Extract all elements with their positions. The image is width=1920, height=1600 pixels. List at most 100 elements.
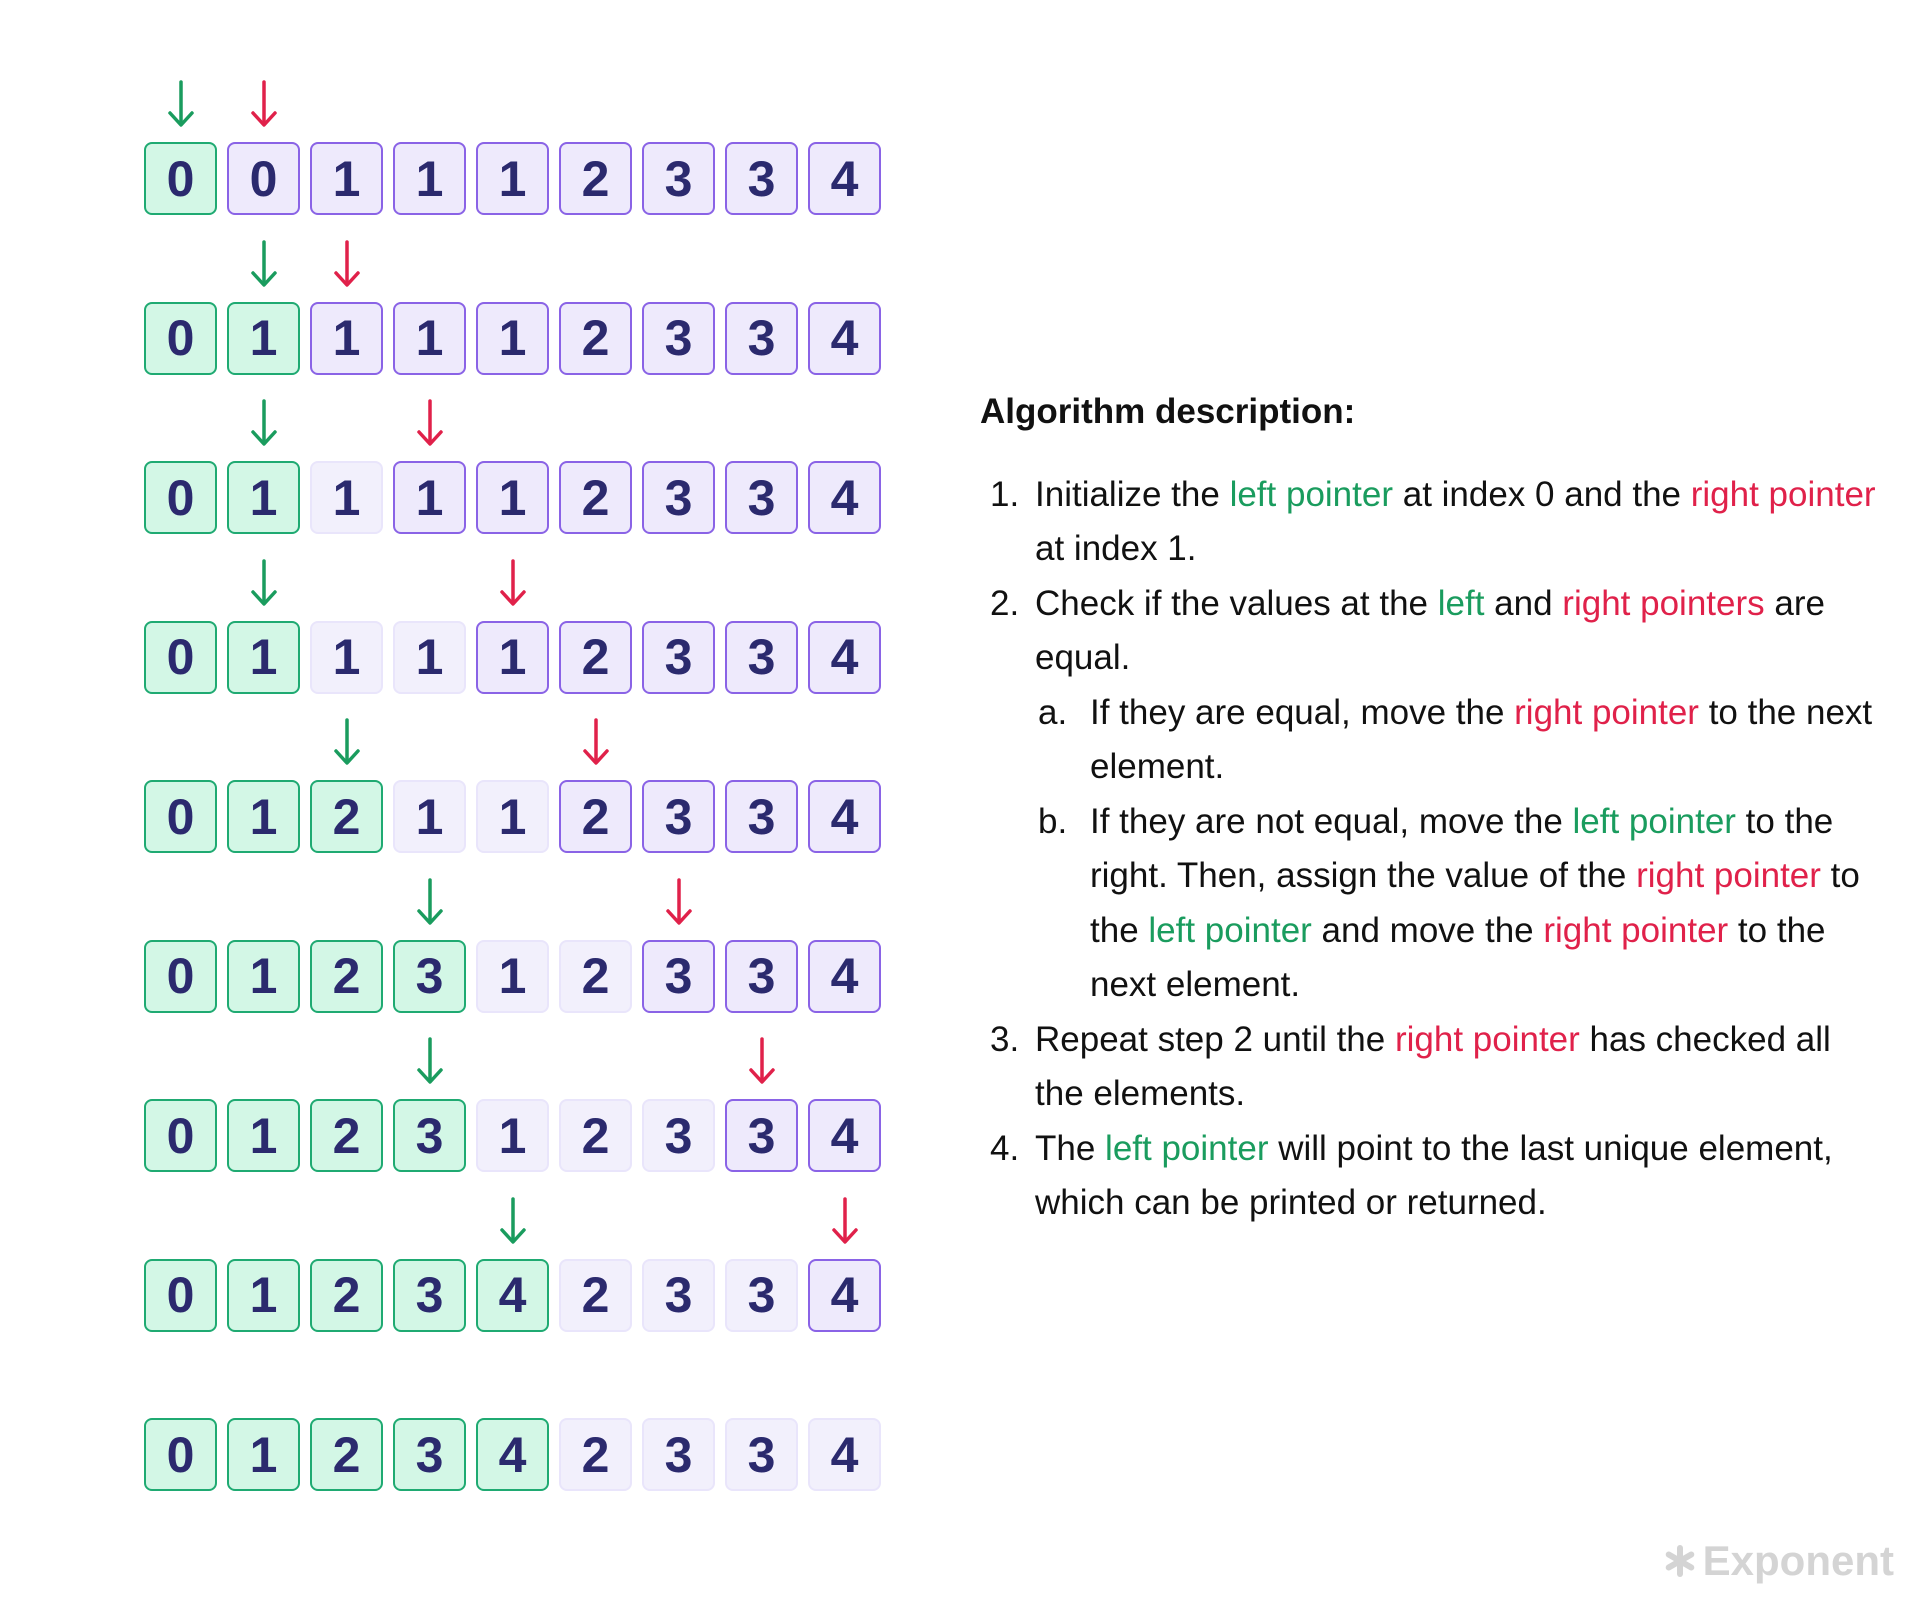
step-text: and move the — [1311, 910, 1544, 950]
right-pointer-term: right pointer — [1690, 474, 1876, 514]
array-cell: 1 — [227, 780, 300, 853]
array-cell: 3 — [393, 1418, 466, 1491]
array-cell: 1 — [393, 461, 466, 534]
right-pointer-term: right pointer — [1394, 1019, 1580, 1059]
array-cell: 3 — [642, 939, 715, 1013]
array-cell: 4 — [808, 780, 881, 853]
array-cell: 4 — [476, 1418, 549, 1491]
left-pointer-arrow — [410, 877, 450, 928]
description-title: Algorithm description: — [980, 392, 1356, 431]
right-pointer-term: right pointers — [1562, 583, 1765, 623]
array-cell: 3 — [642, 1418, 715, 1491]
array-cell: 1 — [476, 620, 549, 694]
array-cell: 3 — [393, 1099, 466, 1172]
right-pointer-term: right pointer — [1514, 692, 1699, 732]
array-cell: 0 — [227, 142, 300, 215]
array-cell: 4 — [808, 1418, 881, 1491]
left-pointer-arrow — [493, 1196, 533, 1247]
left-pointer-term: left pointer — [1229, 474, 1393, 514]
array-cell: 2 — [310, 1418, 383, 1491]
left-pointer-term: left pointer — [1148, 910, 1312, 950]
array-cell: 1 — [393, 620, 466, 694]
array-cell: 3 — [725, 620, 798, 694]
sub-step-item: b.If they are not equal, move the left p… — [1035, 795, 1880, 1013]
exponent-logo: Exponent — [1663, 1537, 1894, 1585]
step-item: 4. The left pointer will point to the las… — [980, 1122, 1880, 1231]
array-cell: 4 — [808, 142, 881, 215]
array-cell: 3 — [642, 1099, 715, 1172]
array-cell: 3 — [642, 461, 715, 534]
array-cell: 1 — [227, 1258, 300, 1332]
array-cell: 1 — [393, 301, 466, 375]
array-cell: 0 — [144, 142, 217, 215]
array-cell: 3 — [725, 142, 798, 215]
array-cell: 4 — [808, 1258, 881, 1332]
array-cell: 1 — [310, 301, 383, 375]
logo-text: Exponent — [1702, 1537, 1894, 1584]
array-cell: 3 — [725, 301, 798, 375]
array-cell: 1 — [310, 142, 383, 215]
array-cell: 1 — [227, 620, 300, 694]
array-cell: 0 — [144, 620, 217, 694]
asterisk-icon — [1663, 1544, 1697, 1578]
array-cell: 2 — [310, 780, 383, 853]
step-item: 3. Repeat step 2 until the right pointer … — [980, 1013, 1880, 1122]
left-pointer-arrow — [327, 718, 367, 768]
step-text: has checked all the elements. — [1035, 1019, 1831, 1114]
right-pointer-term: right pointer — [1543, 910, 1729, 950]
step-number: 4. — [990, 1128, 1020, 1168]
right-pointer-arrow — [576, 718, 616, 768]
step-text: to the next element. — [1090, 692, 1873, 787]
algorithm-description: Algorithm description: 1. Initialize the … — [980, 385, 1880, 1231]
array-cell: 1 — [227, 461, 300, 534]
step-body: Initialize the left pointer at index 0 a… — [1035, 475, 1876, 569]
step-body: Repeat step 2 until the right pointer ha… — [1035, 1020, 1831, 1114]
array-cell: 2 — [310, 1258, 383, 1332]
step-text: Repeat step 2 until the — [1035, 1019, 1395, 1059]
step-text: and — [1484, 583, 1563, 623]
right-pointer-term: right pointer — [1636, 856, 1821, 895]
left-pointer-arrow — [244, 558, 284, 609]
array-cell: 3 — [725, 780, 798, 853]
array-cell: 2 — [559, 142, 632, 215]
right-pointer-arrow — [410, 399, 450, 449]
right-pointer-arrow — [244, 80, 284, 130]
array-cell: 1 — [476, 461, 549, 534]
array-cell: 2 — [559, 301, 632, 375]
step-text: to the — [1090, 856, 1860, 950]
sub-step-letter: b. — [1038, 801, 1068, 841]
array-cell: 2 — [559, 1258, 632, 1332]
array-cell: 3 — [725, 1418, 798, 1491]
array-cell: 2 — [310, 939, 383, 1013]
array-cell: 1 — [310, 620, 383, 694]
array-cell: 0 — [144, 1258, 217, 1332]
left-pointer-term: left pointer — [1105, 1128, 1269, 1168]
array-cell: 4 — [808, 1099, 881, 1172]
array-cell: 0 — [144, 939, 217, 1013]
step-text: The — [1035, 1128, 1106, 1168]
array-cell: 3 — [642, 780, 715, 853]
left-pointer-arrow — [161, 80, 201, 130]
left-pointer-arrow — [244, 239, 284, 290]
step-body: Check if the values at the left and righ… — [1035, 584, 1825, 678]
array-cell: 0 — [144, 1099, 217, 1172]
right-pointer-arrow — [493, 558, 533, 609]
step-text: at index 1. — [1035, 529, 1197, 568]
array-cell: 3 — [725, 939, 798, 1013]
array-cell: 1 — [227, 301, 300, 375]
step-number: 2. — [990, 583, 1020, 623]
step-text: will point to the last unique element, w… — [1035, 1128, 1833, 1223]
left-pointer-term: left — [1437, 583, 1485, 623]
step-number: 1. — [990, 474, 1020, 514]
array-cell: 4 — [808, 939, 881, 1013]
array-cell: 3 — [642, 301, 715, 375]
array-cell: 0 — [144, 780, 217, 853]
array-cell: 1 — [393, 142, 466, 215]
array-cell: 2 — [559, 461, 632, 534]
step-body: The left pointer will point to the last … — [1035, 1129, 1833, 1223]
step-text: are equal. — [1035, 583, 1825, 678]
steps-list: 1. Initialize the left pointer at index 0… — [980, 468, 1880, 1231]
array-cell: 4 — [808, 620, 881, 694]
step-number: 3. — [990, 1019, 1020, 1059]
